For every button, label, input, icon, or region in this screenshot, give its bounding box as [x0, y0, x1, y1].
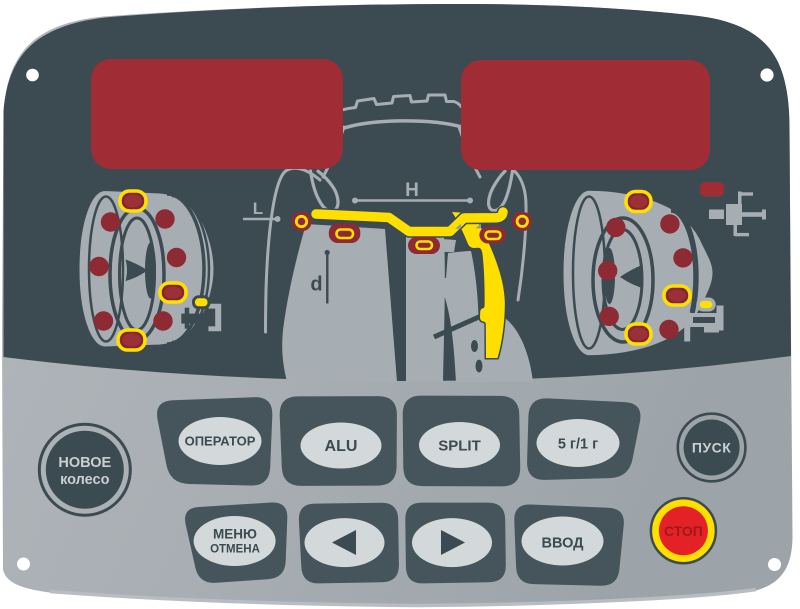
svg-text:SPLIT: SPLIT	[438, 438, 481, 455]
svg-text:5 г/1 г: 5 г/1 г	[558, 437, 598, 453]
svg-text:колесо: колесо	[60, 472, 110, 488]
svg-text:d: d	[310, 274, 322, 296]
svg-text:ОТМЕНА: ОТМЕНА	[210, 544, 260, 556]
svg-text:НОВОЕ: НОВОЕ	[58, 455, 111, 471]
svg-text:МЕНЮ: МЕНЮ	[213, 527, 257, 542]
svg-text:СТОП: СТОП	[664, 523, 703, 539]
svg-text:ОПЕРАТОР: ОПЕРАТОР	[185, 434, 256, 449]
svg-text:ALU: ALU	[325, 438, 358, 455]
svg-text:ПУСК: ПУСК	[692, 440, 731, 456]
svg-text:H: H	[405, 180, 419, 201]
svg-text:ВВОД: ВВОД	[542, 536, 585, 552]
svg-text:L: L	[253, 199, 263, 218]
